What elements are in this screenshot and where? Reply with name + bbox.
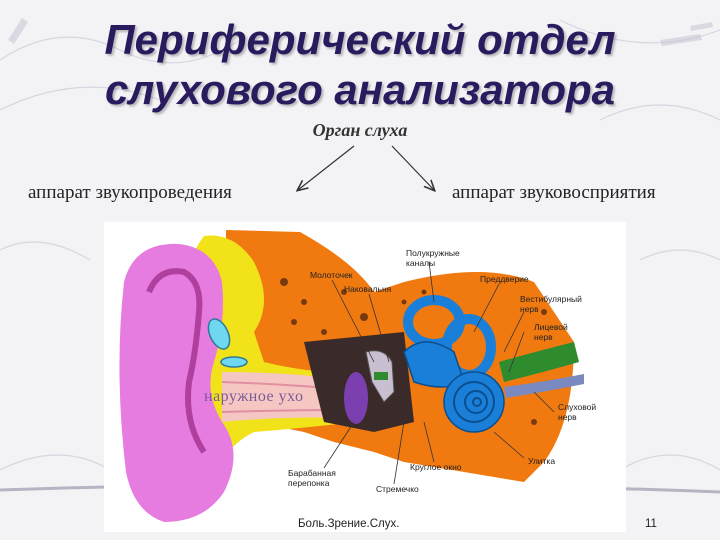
label-vestibular-nerve: Вестибулярный нерв [520, 294, 582, 314]
eardrum [344, 372, 368, 424]
vestibulocochlear-nerve [499, 342, 579, 382]
label-stapes: Стремечко [376, 484, 419, 494]
label-eardrum: Барабанная перепонка [288, 468, 336, 488]
label-round-window: Круглое окно [410, 462, 462, 472]
slide-title-line2: слухового анализатора [104, 66, 616, 113]
arrow-left [298, 145, 355, 190]
sound-perception-label: аппарат звуковосприятия [452, 182, 656, 203]
label-semicircular-canals: Полукружные каналы [406, 248, 460, 268]
label-vestibule: Преддверие [480, 274, 529, 284]
slide-footer: Боль.Зрение.Слух. [298, 518, 400, 530]
slide-title-line1: Периферический отдел [104, 16, 616, 63]
label-malleus: Молоточек [310, 270, 353, 280]
label-facial-nerve: Лицевой нерв [534, 322, 568, 342]
auricle [119, 243, 234, 522]
ear-diagram: Молоточек Наковальня Полукружные каналы … [104, 222, 626, 532]
sound-conduction-label: аппарат звукопроведения [28, 182, 232, 203]
slide-page-number: 11 [645, 518, 657, 530]
ear-illustration [119, 230, 584, 522]
label-cochlear-nerve: Слуховой нерв [558, 402, 597, 422]
label-cochlea: Улитка [528, 456, 556, 466]
organ-label: Орган слуха [312, 120, 408, 140]
label-incus: Наковальня [344, 284, 392, 294]
outer-ear-label: наружное ухо [204, 388, 304, 405]
arrow-right [391, 145, 434, 190]
